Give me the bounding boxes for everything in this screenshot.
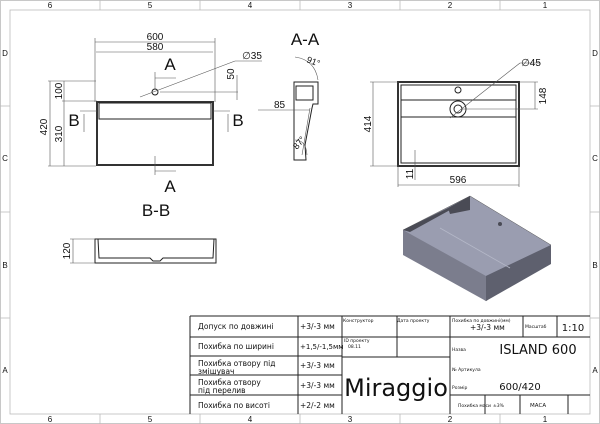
section-bb-title: B-B bbox=[142, 201, 170, 220]
tol-value: +2/-2 мм bbox=[300, 401, 335, 410]
title-block: Допуск по довжині +3/-3 мм Похибка по ши… bbox=[189, 315, 590, 414]
name-label: Назва bbox=[452, 347, 466, 353]
mass-tol-label: Похибка маси bbox=[458, 403, 491, 409]
scale-label: Масштаб bbox=[525, 324, 547, 330]
dim-width-580: 580 bbox=[147, 42, 164, 53]
section-aa-view: A-A 91° 85 87° bbox=[258, 30, 322, 161]
tol-value: +3/-3 мм bbox=[300, 322, 335, 331]
constructor-label: Конструктор bbox=[343, 318, 374, 324]
project-id-label: ID проекту bbox=[344, 338, 370, 344]
product-size: 600/420 bbox=[499, 382, 541, 393]
row-label: C bbox=[592, 154, 598, 163]
tol-value: +1,5/-1,5мм bbox=[300, 343, 344, 351]
row-label: A bbox=[2, 366, 8, 375]
tol-value: +3/-3 мм bbox=[300, 361, 335, 370]
row-label: C bbox=[2, 154, 8, 163]
col-label: 2 bbox=[448, 415, 453, 424]
section-aa-title: A-A bbox=[291, 30, 320, 49]
dim-11: 11 bbox=[405, 168, 416, 179]
section-marker-a: A bbox=[164, 55, 176, 74]
col-label: 2 bbox=[448, 1, 453, 10]
section-marker-b: B bbox=[68, 111, 79, 130]
dim-120: 120 bbox=[62, 242, 73, 259]
col-label: 4 bbox=[248, 415, 253, 424]
row-label: B bbox=[592, 261, 597, 270]
tol-label: Похибка по висоті bbox=[198, 401, 270, 410]
row-label: A bbox=[592, 366, 598, 375]
dim-50: 50 bbox=[226, 68, 237, 80]
date-label: Дата проекту bbox=[397, 318, 430, 324]
col-label: 3 bbox=[348, 415, 353, 424]
length-tol-label: Похибка по довжині(мм) bbox=[452, 318, 511, 324]
col-label: 6 bbox=[48, 415, 53, 424]
dim-hole-45: ∅45 bbox=[521, 58, 541, 69]
dim-100: 100 bbox=[54, 82, 65, 99]
dim-hole-35: ∅35 bbox=[242, 51, 262, 62]
mass-label: МАСА bbox=[530, 403, 546, 409]
section-marker-a: A bbox=[164, 177, 176, 196]
col-label: 1 bbox=[543, 415, 548, 424]
length-tol: +3/-3 мм bbox=[470, 323, 505, 332]
section-bb-view: B-B 120 bbox=[62, 201, 217, 264]
col-label: 5 bbox=[148, 1, 153, 10]
scale-value: 1:10 bbox=[562, 323, 584, 334]
tol-value: +3/-3 мм bbox=[300, 381, 335, 390]
dim-85: 85 bbox=[274, 100, 286, 111]
dim-148: 148 bbox=[538, 87, 549, 104]
isometric-view bbox=[402, 195, 552, 302]
col-label: 3 bbox=[348, 1, 353, 10]
mass-tol: ±3% bbox=[493, 403, 505, 409]
dim-310: 310 bbox=[54, 125, 65, 142]
size-label: Розмір bbox=[452, 385, 468, 391]
top-view: 600 580 ∅35 50 100 420 310 A A B B bbox=[39, 32, 262, 196]
row-label: B bbox=[2, 261, 7, 270]
product-name: ISLAND 600 bbox=[499, 343, 576, 358]
front-view: ∅45 148 414 11 596 bbox=[363, 58, 549, 187]
dim-angle-91: 91° bbox=[305, 54, 322, 68]
col-label: 6 bbox=[48, 1, 53, 10]
dim-420: 420 bbox=[39, 118, 50, 135]
col-label: 5 bbox=[148, 415, 153, 424]
dim-414: 414 bbox=[363, 115, 374, 132]
article-label: № Артикула bbox=[452, 367, 481, 373]
dim-596: 596 bbox=[450, 175, 467, 186]
row-label: D bbox=[2, 49, 8, 58]
dim-width-600: 600 bbox=[147, 32, 164, 43]
tol-label: Допуск по довжині bbox=[198, 322, 274, 331]
col-label: 4 bbox=[248, 1, 253, 10]
brand-logo: Miraggio bbox=[344, 374, 448, 402]
row-label: D bbox=[592, 49, 598, 58]
col-label: 1 bbox=[543, 1, 548, 10]
section-marker-b: B bbox=[232, 111, 243, 130]
tol-label: Похибка по ширині bbox=[198, 342, 274, 351]
project-id: 08.11 bbox=[348, 344, 361, 350]
